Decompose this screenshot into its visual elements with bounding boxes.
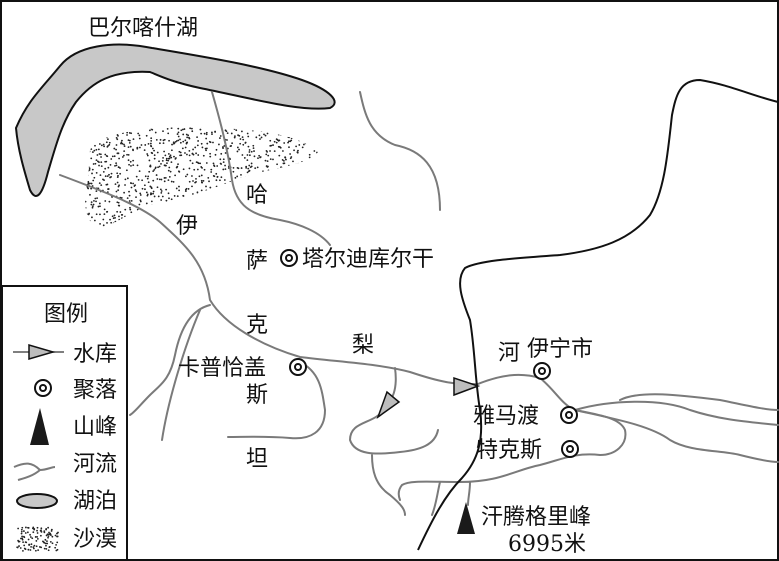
reservoir-icon (453, 376, 481, 397)
settlement-icon (533, 362, 551, 380)
country-label-tan: 坦 (246, 447, 268, 472)
lake-balkhash (14, 43, 336, 197)
legend-title: 图例 (44, 302, 88, 327)
peak-name: 汗腾格里峰 (481, 505, 591, 530)
settlement-icon (561, 440, 579, 458)
settlement-label: 伊宁市 (527, 337, 593, 362)
legend-box (1, 285, 128, 561)
tributary (161, 309, 201, 441)
legend-label: 沙漠 (73, 527, 117, 552)
lake-label: 巴尔喀什湖 (88, 16, 198, 41)
settlement-icon (280, 249, 298, 267)
tributary (397, 409, 627, 501)
ili-river (59, 174, 779, 426)
country-label-ke: 克 (246, 313, 268, 338)
desert-icon (16, 526, 59, 552)
tributary (467, 481, 471, 506)
tributary (431, 481, 441, 516)
settlement-label: 塔尔迪库尔干 (302, 247, 434, 272)
river-label-he: 河 (498, 341, 520, 366)
tributary (359, 91, 441, 211)
legend-label: 聚落 (73, 378, 117, 403)
tekes-river (574, 409, 779, 463)
river-label-yi: 伊 (176, 214, 198, 239)
settlement-label: 雅马渡 (473, 404, 539, 429)
river-icon (13, 462, 56, 481)
tributary (371, 454, 406, 516)
reservoir-icon (376, 390, 401, 420)
country-label-si: 斯 (246, 383, 268, 408)
legend-label: 山峰 (73, 415, 117, 440)
country-label-sa: 萨 (246, 249, 268, 274)
peak-elevation: 6995米 (508, 532, 586, 557)
settlement-label: 卡普恰盖 (178, 356, 266, 381)
reservoir-icon (13, 344, 64, 360)
peak-icon (30, 408, 49, 445)
tributary (227, 361, 326, 440)
lake-icon (16, 493, 58, 509)
legend-label: 河流 (73, 452, 117, 477)
legend: 图例 水库 聚落 山峰 河流 湖泊 沙漠 (1, 285, 128, 561)
tributary (129, 304, 211, 416)
rivers (59, 91, 779, 516)
legend-label: 湖泊 (73, 489, 117, 514)
settlement-icon (560, 406, 578, 424)
settlement-icon (289, 358, 307, 376)
peak-icon (457, 502, 475, 534)
tributary (211, 91, 331, 246)
national-border (417, 78, 779, 551)
river-label-li: 梨 (352, 333, 374, 358)
tributary (619, 393, 779, 411)
settlement-label: 特克斯 (476, 438, 542, 463)
legend-label: 水库 (73, 342, 117, 367)
country-label-ha: 哈 (246, 183, 268, 208)
settlement-icon (34, 379, 52, 397)
